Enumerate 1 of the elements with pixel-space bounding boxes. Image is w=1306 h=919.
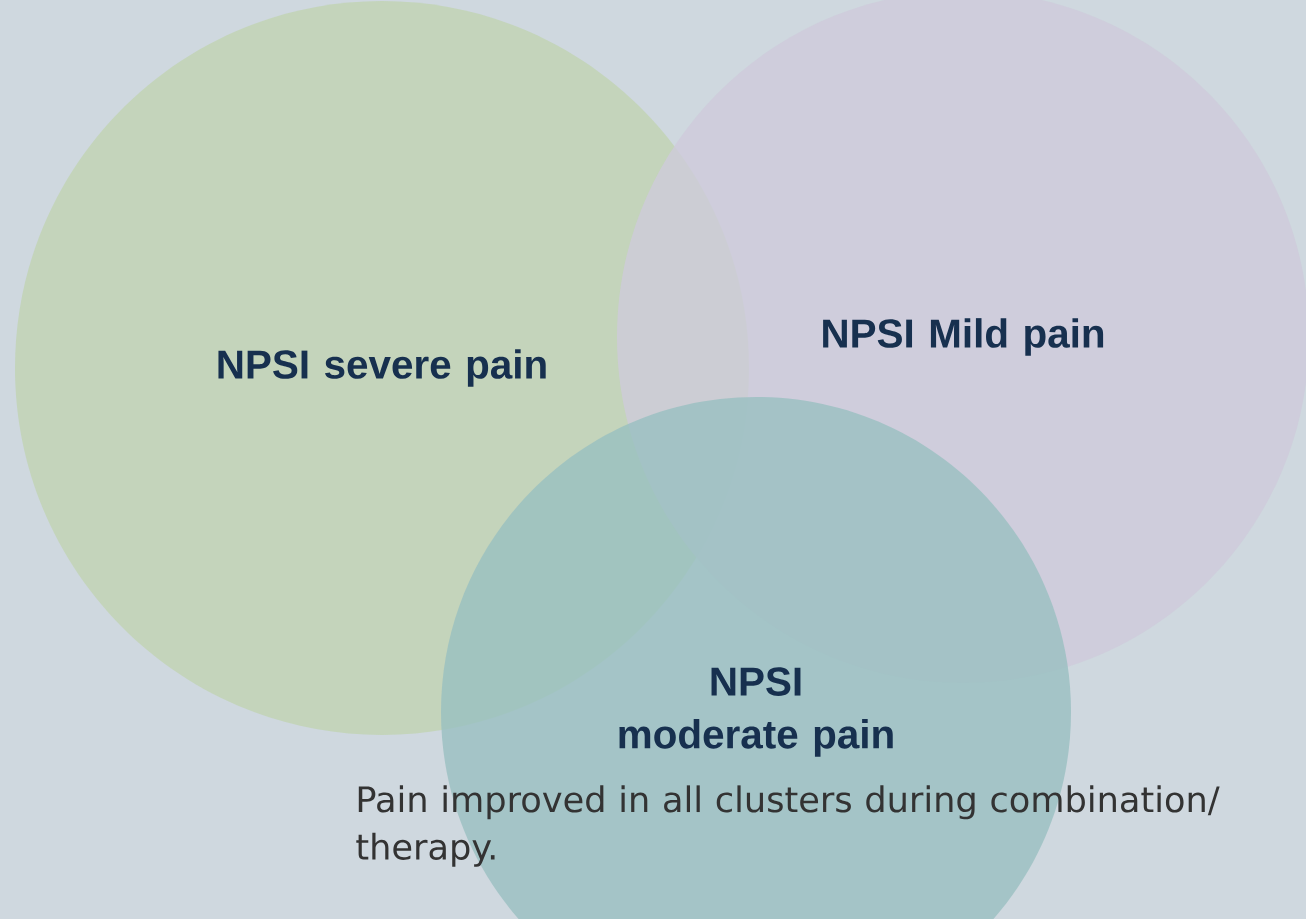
caption-text: Pain improved in all clusters during combination/ therapy. <box>356 785 1220 867</box>
